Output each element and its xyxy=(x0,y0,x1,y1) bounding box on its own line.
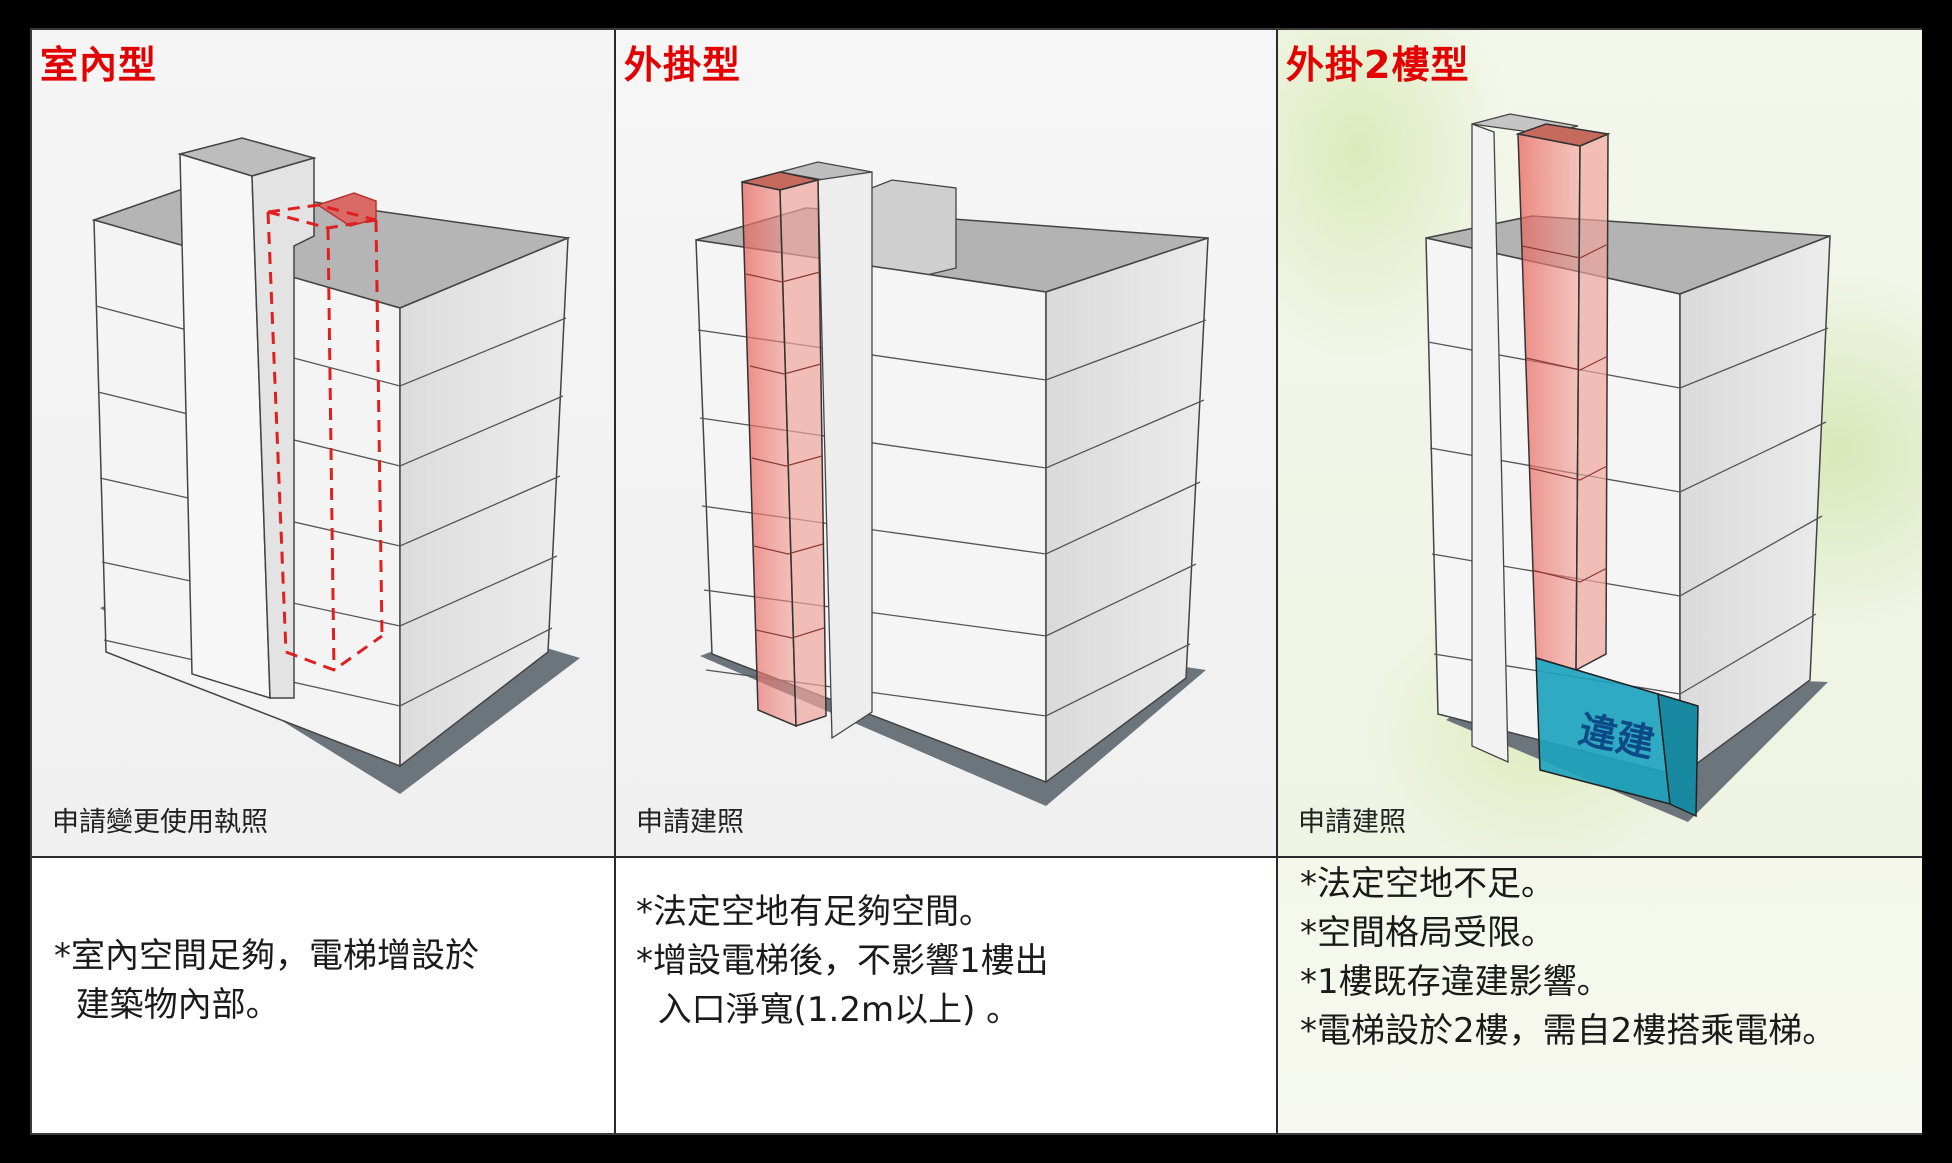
note-line: *電梯設於2樓，需自2樓搭乘電梯。 xyxy=(1300,1011,1837,1051)
panel-external: 申請建照 外掛型 xyxy=(616,30,1276,856)
notes-external-2f: *法定空地不足。 *空間格局受限。 *1樓既存違建影響。 *電梯設於2樓，需自2… xyxy=(1278,858,1922,1133)
notes-external: *法定空地有足夠空間。 *增設電梯後，不影響1樓出 入口淨寬(1.2m以上) 。 xyxy=(616,858,1276,1133)
row-divider xyxy=(32,856,1920,858)
panel-title: 外掛2樓型 xyxy=(1286,43,1470,87)
permit-label: 申請建照 xyxy=(636,807,744,838)
external-building-illustration xyxy=(695,161,1209,806)
note-line: *1樓既存違建影響。 xyxy=(1300,962,1611,1002)
indoor-building-illustration xyxy=(91,137,580,794)
panel-external-2f: 違建 申請建照 外掛2樓型 xyxy=(1278,30,1922,856)
note-line: *法定空地不足。 xyxy=(1300,864,1555,904)
note-line: 建築物內部。 xyxy=(54,985,280,1025)
external-2f-building-illustration: 違建 xyxy=(1425,113,1831,822)
note-line: 入口淨寬(1.2m以上) 。 xyxy=(636,990,1021,1030)
panel-indoor: 申請變更使用執照 室內型 xyxy=(32,30,614,856)
permit-label: 申請建照 xyxy=(1298,807,1406,838)
comparison-table: 申請變更使用執照 室內型 xyxy=(30,28,1922,1135)
column-divider xyxy=(614,30,616,1133)
note-line: *增設電梯後，不影響1樓出 xyxy=(636,941,1049,981)
note-line: *空間格局受限。 xyxy=(1300,913,1555,953)
note-line: *法定空地有足夠空間。 xyxy=(636,892,993,932)
panel-title: 外掛型 xyxy=(624,43,742,87)
notes-indoor: *室內空間足夠，電梯增設於 建築物內部。 xyxy=(32,858,614,1133)
note-line: *室內空間足夠，電梯增設於 xyxy=(54,936,479,976)
panel-title: 室內型 xyxy=(40,43,158,87)
column-divider xyxy=(1276,30,1278,1133)
permit-label: 申請變更使用執照 xyxy=(52,807,268,838)
